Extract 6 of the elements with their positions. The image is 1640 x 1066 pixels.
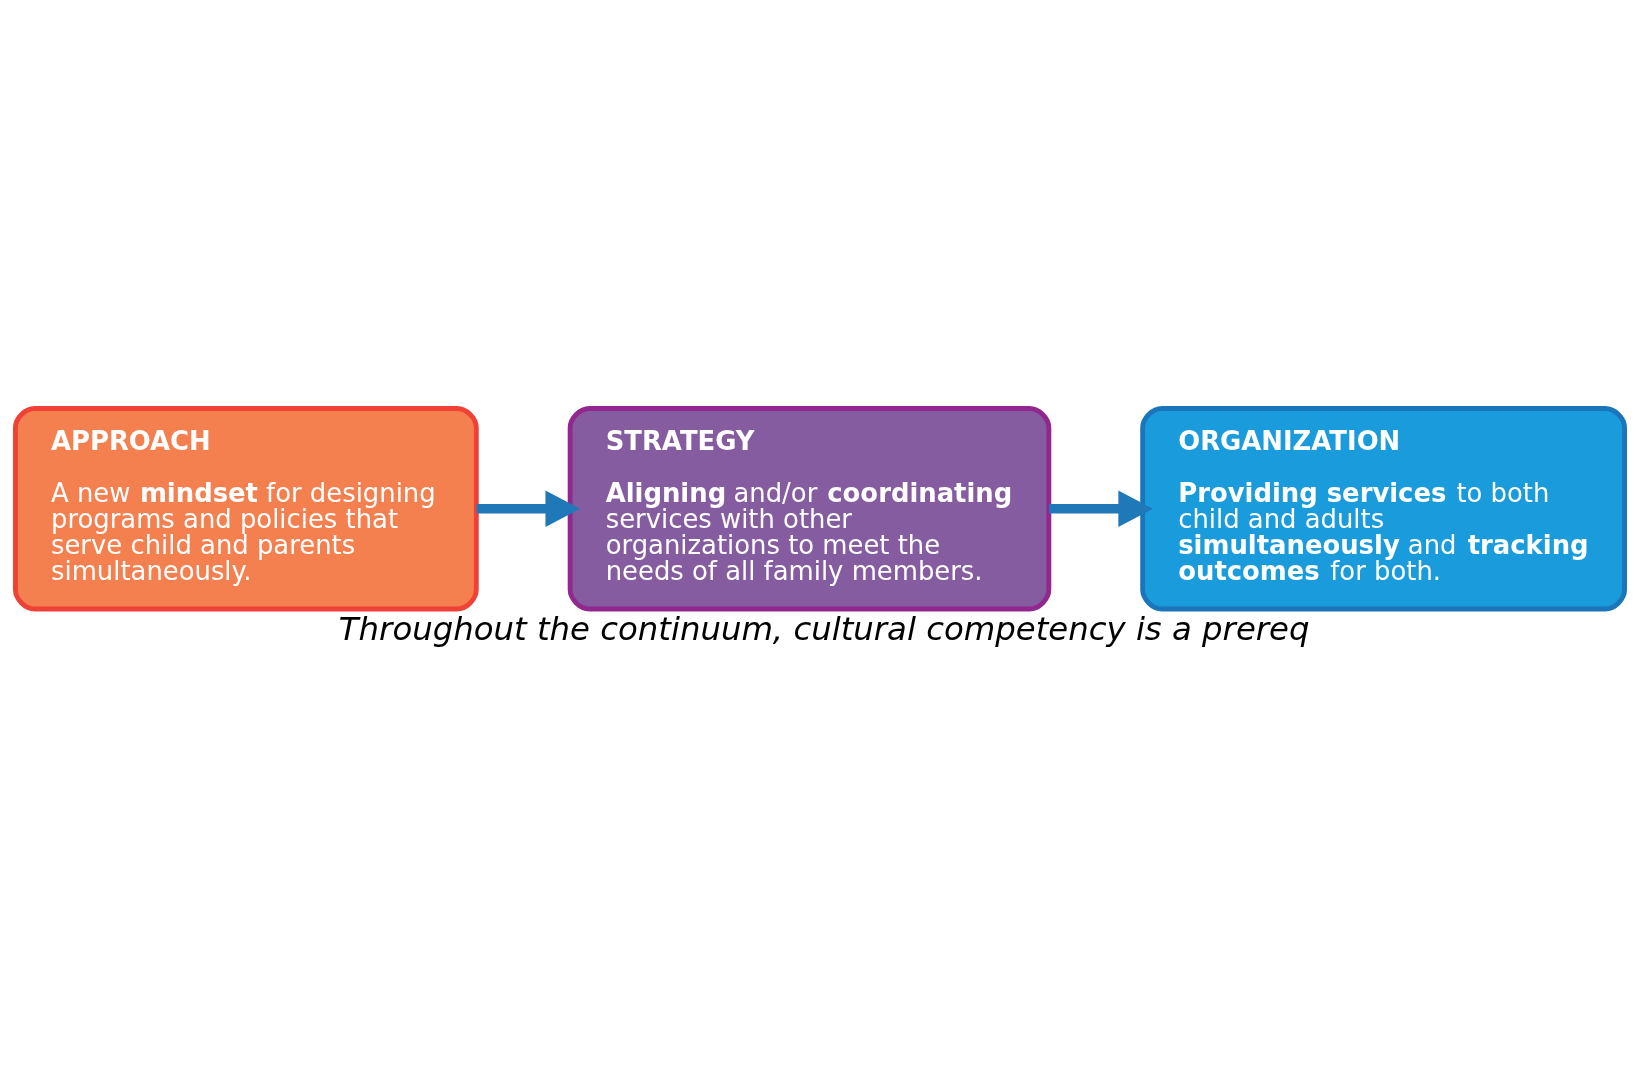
- arrow: [1049, 490, 1153, 527]
- node-box: STRATEGY Aligning and/or coordinating services with other organizations to meet the needs of all family members.: [567, 406, 1052, 612]
- caption: Throughout the continuum, cultural competency is a prereq: [338, 609, 1310, 648]
- arrow: [476, 490, 581, 527]
- node-box: APPROACH A new mindset for designing programs and policies that serve child and parents simultaneously.: [12, 406, 479, 612]
- node-box: ORGANIZATION Providing services to both child and adults simultaneously and tracking outcomes for both.: [1140, 406, 1628, 612]
